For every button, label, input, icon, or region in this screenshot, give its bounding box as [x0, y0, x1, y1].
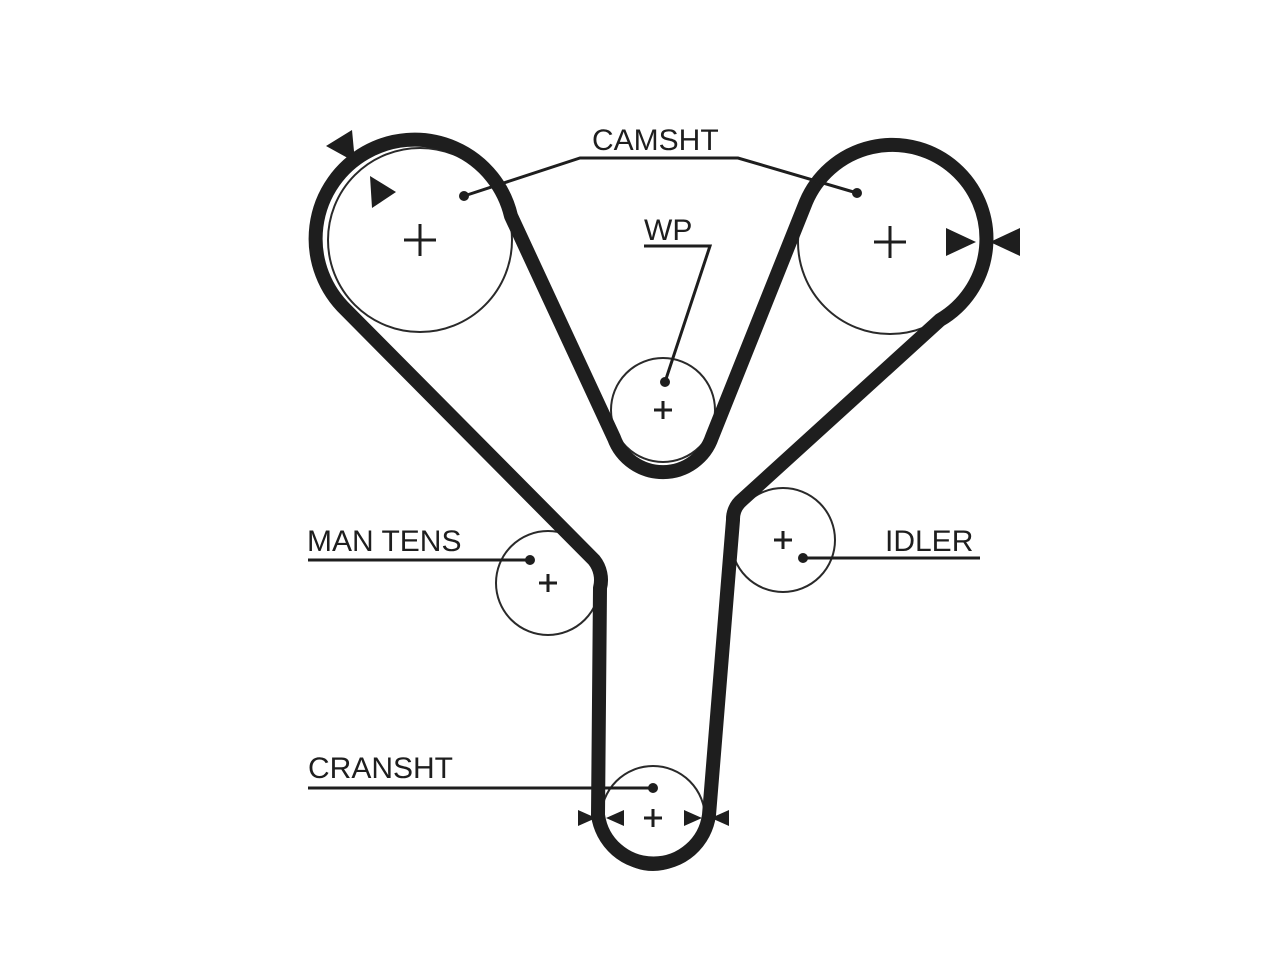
left-cam-inner-timing-mark-icon: [370, 176, 396, 208]
camshaft-label: CAMSHT: [592, 124, 719, 157]
water-pump-leader-dot: [660, 377, 670, 387]
camshaft-right-leader-dot: [852, 188, 862, 198]
left-camshaft-center-cross-icon: [404, 224, 436, 256]
idler-center-cross-icon: [774, 531, 792, 549]
crank-right-inner-timing-mark-icon: [684, 810, 702, 826]
water-pump-leader-line: [644, 244, 713, 383]
crank-left-outer-timing-mark-icon: [578, 810, 596, 826]
timing-belt: [308, 132, 994, 871]
timing-marks: [326, 130, 1020, 826]
right-cam-outer-timing-mark-icon: [990, 228, 1020, 256]
water-pump-center-cross-icon: [654, 401, 672, 419]
manual-tensioner-center-cross-icon: [539, 574, 557, 592]
camshaft-left-leader-dot: [459, 191, 469, 201]
camshaft-leader-line: [463, 156, 858, 198]
crankshaft-label: CRANSHT: [308, 752, 453, 785]
crank-right-outer-timing-mark-icon: [711, 810, 729, 826]
manual-tensioner-leader-dot: [525, 555, 535, 565]
water-pump-label: WP: [644, 214, 692, 247]
idler-leader-dot: [798, 553, 808, 563]
pulley-center-marks: [404, 224, 906, 827]
right-cam-inner-timing-mark-icon: [946, 228, 976, 256]
manual-tensioner-label: MAN TENS: [307, 525, 461, 558]
right-camshaft-center-cross-icon: [874, 226, 906, 258]
crankshaft-center-cross-icon: [644, 809, 662, 827]
left-cam-outer-timing-mark-icon: [326, 130, 355, 162]
idler-label: IDLER: [885, 525, 973, 558]
leader-lines: [308, 156, 980, 793]
crank-left-inner-timing-mark-icon: [606, 810, 624, 826]
crankshaft-leader-dot: [648, 783, 658, 793]
